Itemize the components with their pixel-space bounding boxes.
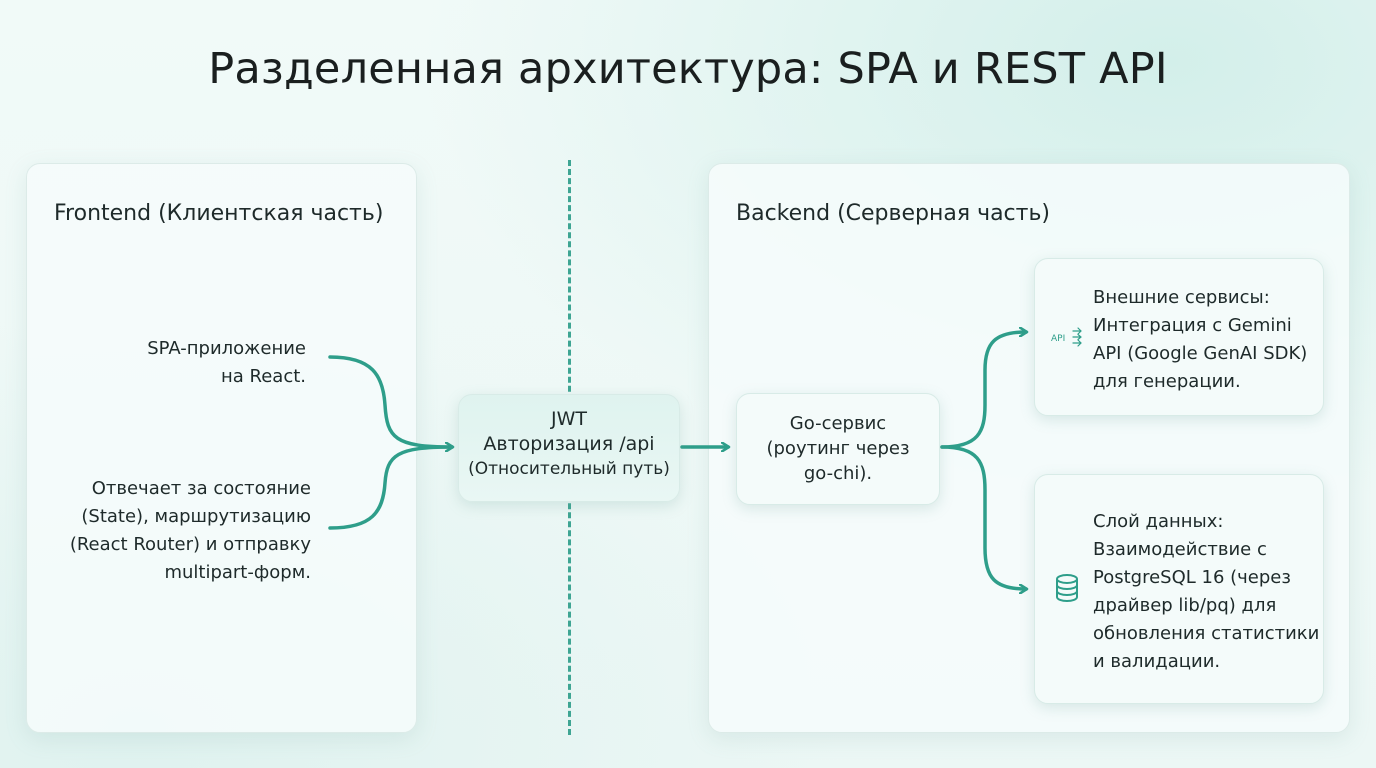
jwt-auth-label: Авторизация /api	[483, 433, 655, 455]
jwt-label: JWT	[551, 408, 587, 430]
api-icon-label: API	[1051, 334, 1065, 344]
jwt-auth-node: JWT Авторизация /api (Относительный путь…	[458, 394, 680, 502]
frontend-resp-line: multipart-форм.	[164, 562, 311, 583]
go-line: Go-сервис	[789, 413, 887, 434]
external-services-text: Внешние сервисы: Интеграция с Gemini API…	[1093, 284, 1307, 396]
frontend-resp-line: Отвечает за состояние	[91, 478, 311, 499]
frontend-spa-text: SPA-приложение на React.	[46, 335, 306, 391]
external-services-node: API Внешние сервисы: Интеграция с Gemini…	[1034, 258, 1324, 416]
go-service-text: Go-сервис (роутинг через go-chi).	[749, 411, 927, 486]
frontend-panel: Frontend (Клиентская часть) SPA-приложен…	[26, 163, 417, 733]
data-line: Взаимодействие с	[1093, 539, 1267, 560]
data-line: и валидации.	[1093, 651, 1221, 672]
data-layer-text: Слой данных: Взаимодействие с PostgreSQL…	[1093, 508, 1319, 676]
data-line: Слой данных:	[1093, 511, 1224, 532]
frontend-spa-line: SPA-приложение	[147, 338, 306, 359]
backend-title: Backend (Серверная часть)	[736, 201, 1051, 226]
frontend-spa-line: на React.	[221, 366, 306, 387]
data-line: обновления статистики	[1093, 623, 1320, 644]
data-line: драйвер lib/pq) для	[1093, 595, 1277, 616]
frontend-responsibility-text: Отвечает за состояние (State), маршрутиз…	[11, 475, 311, 587]
page-title: Разделенная архитектура: SPA и REST API	[208, 44, 1168, 94]
jwt-path-label: (Относительный путь)	[468, 459, 670, 479]
frontend-title: Frontend (Клиентская часть)	[54, 201, 384, 226]
frontend-resp-line: (State), маршрутизацию	[81, 506, 311, 527]
frontend-resp-line: (React Router) и отправку	[69, 534, 311, 555]
external-line: для генерации.	[1093, 371, 1241, 392]
go-service-node: Go-сервис (роутинг через go-chi).	[736, 393, 940, 505]
data-line: PostgreSQL 16 (через	[1093, 567, 1291, 588]
external-line: Интеграция с Gemini	[1093, 315, 1292, 336]
go-line: go-chi).	[803, 463, 873, 484]
external-line: Внешние сервисы:	[1093, 287, 1270, 308]
database-icon	[1056, 574, 1078, 603]
data-layer-node: Слой данных: Взаимодействие с PostgreSQL…	[1034, 474, 1324, 704]
external-line: API (Google GenAI SDK)	[1093, 343, 1308, 364]
go-line: (роутинг через	[766, 438, 910, 459]
api-icon: API	[1051, 327, 1082, 347]
